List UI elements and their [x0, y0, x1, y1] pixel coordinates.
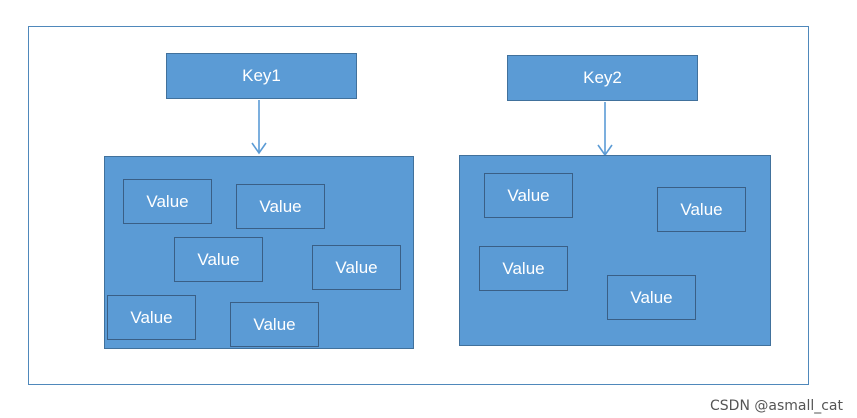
value-container-2 [459, 155, 771, 346]
key-label: Key2 [583, 68, 622, 87]
value-label: Value [130, 307, 173, 327]
value-label: Value [253, 314, 296, 334]
value-box: Value [107, 295, 196, 340]
value-box: Value [484, 173, 573, 218]
value-box: Value [607, 275, 696, 320]
key-label: Key1 [242, 66, 281, 85]
value-box: Value [657, 187, 746, 232]
value-label: Value [197, 249, 240, 269]
value-label: Value [502, 258, 545, 278]
value-label: Value [507, 185, 550, 205]
value-container-1 [104, 156, 414, 349]
value-label: Value [259, 196, 302, 216]
value-label: Value [335, 257, 378, 277]
key-box-1: Key1 [166, 53, 357, 99]
value-box: Value [230, 302, 319, 347]
value-label: Value [680, 199, 723, 219]
value-box: Value [123, 179, 212, 224]
value-box: Value [479, 246, 568, 291]
watermark-text: CSDN @asmall_cat [710, 398, 843, 414]
value-box: Value [236, 184, 325, 229]
value-label: Value [146, 191, 189, 211]
key-box-2: Key2 [507, 55, 698, 101]
value-box: Value [312, 245, 401, 290]
value-box: Value [174, 237, 263, 282]
value-label: Value [630, 287, 673, 307]
